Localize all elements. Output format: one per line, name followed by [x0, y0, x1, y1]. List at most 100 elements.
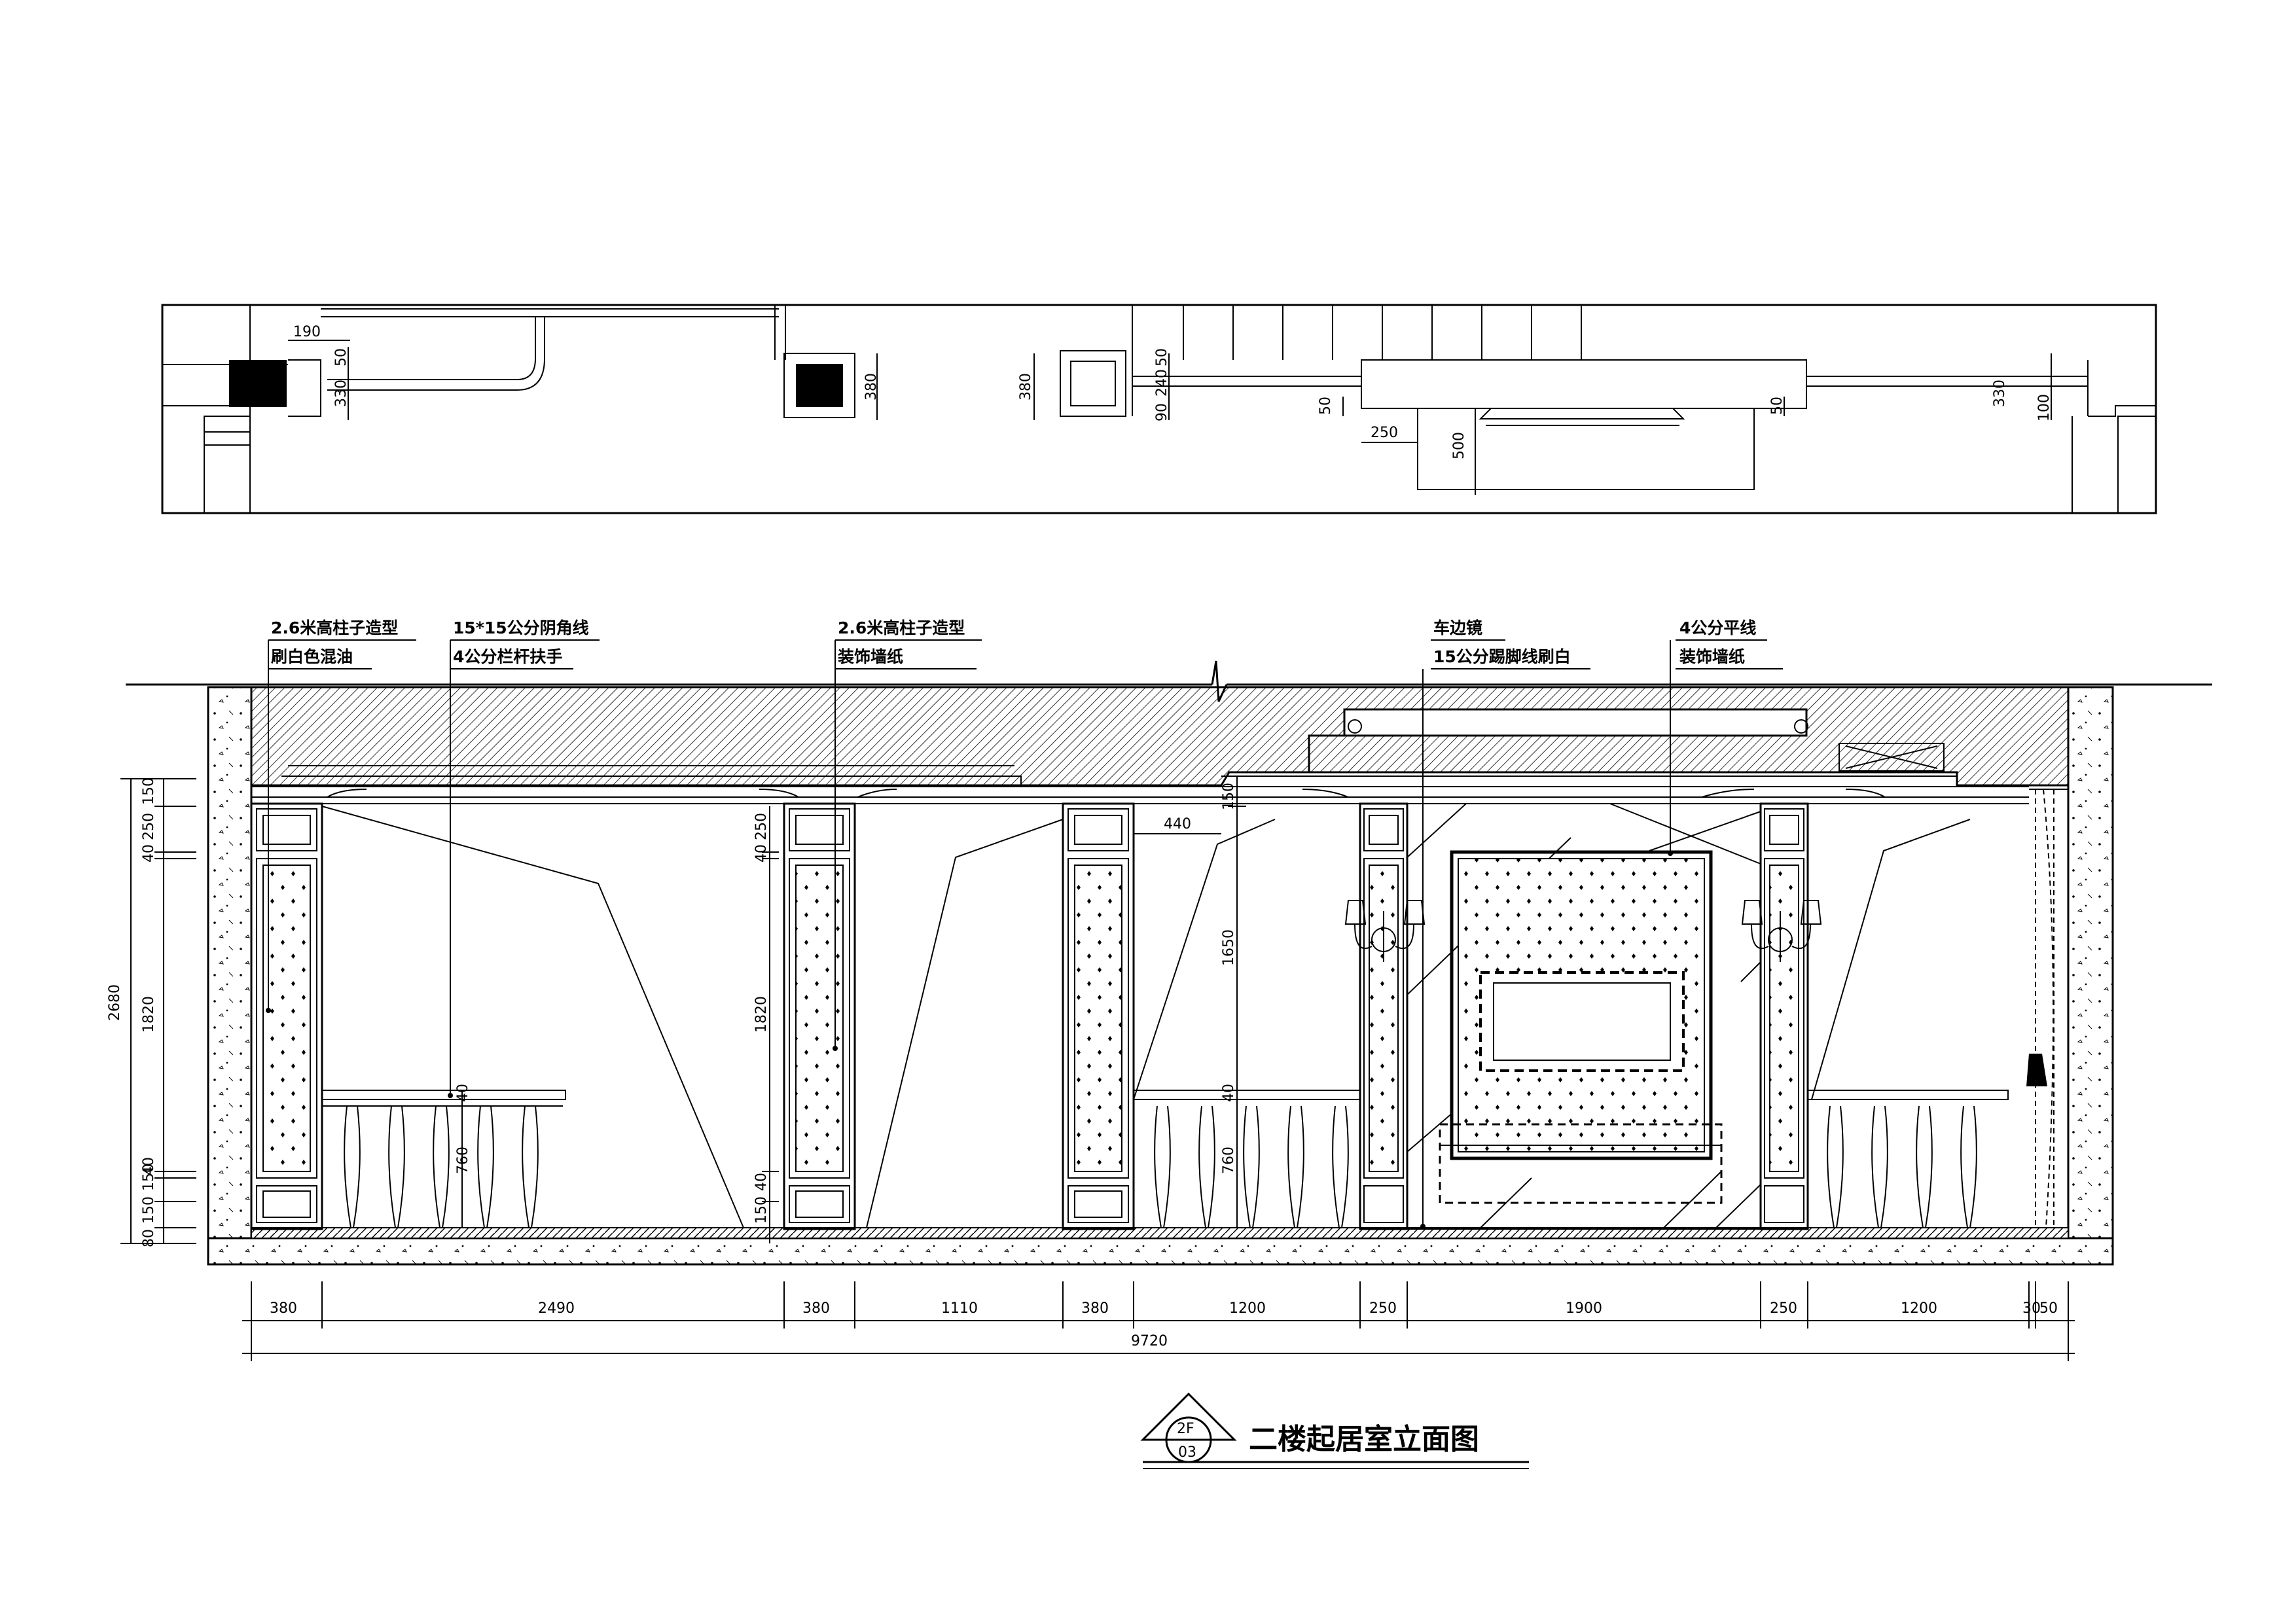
dim-text: 40: [753, 1173, 770, 1191]
dim-text: 440: [1164, 816, 1191, 832]
plan-dim-text: 500: [1451, 432, 1467, 459]
annotation-text: 车边镜: [1433, 618, 1482, 637]
sheet-number: 03: [1178, 1444, 1196, 1461]
dim-text: 1820: [141, 996, 157, 1033]
material-annotations: 2.6米高柱子造型 刷白色混油 15*15公分阴角线 4公分栏杆扶手 2.6米高…: [266, 618, 1783, 1229]
railing-1: [321, 1090, 566, 1228]
plan-dimension-380-a: 380: [863, 353, 880, 420]
dim-text: 30: [2022, 1300, 2041, 1317]
annotation-4: 车边镜 15公分踢脚线刷白: [1420, 618, 1590, 1229]
dim-text: 250: [1369, 1300, 1397, 1317]
plan-dim-text: 50: [1154, 348, 1170, 366]
plan-dimension-330: 50 330: [333, 347, 350, 420]
pilaster-1: [250, 802, 323, 1230]
floor-finish: [251, 1227, 2069, 1239]
elevation-view: [126, 660, 2212, 1266]
drawing-title-block: 2F 03 二楼起居室立面图: [1140, 1392, 1529, 1469]
annotation-text: 刷白色混油: [271, 647, 353, 666]
dim-text: 40: [753, 844, 770, 863]
dim-text: 150: [141, 1196, 157, 1224]
annotation-2: 15*15公分阴角线 4公分栏杆扶手: [448, 618, 600, 1098]
pilaster-3: [1062, 802, 1135, 1230]
railing-dimension-1: 40 760: [454, 1084, 471, 1228]
annotation-text: 2.6米高柱子造型: [838, 618, 965, 637]
dim-text: 760: [1221, 1147, 1237, 1174]
plan-dimension-500: 500: [1451, 408, 1476, 495]
plan-dim-text: 250: [1371, 425, 1398, 441]
plan-dim-text: 240: [1154, 369, 1170, 397]
annotation-text: 2.6米高柱子造型: [271, 618, 398, 637]
annotation-text: 装饰墙纸: [1679, 647, 1745, 666]
dim-text: 250: [1770, 1300, 1797, 1317]
plan-dim-text: 380: [1018, 373, 1034, 401]
floor-slab: [207, 1237, 2114, 1266]
annotation-1: 2.6米高柱子造型 刷白色混油: [266, 618, 416, 1013]
railing-2: [1133, 1090, 1361, 1228]
plan-dim-text: 190: [293, 324, 321, 340]
drawing-title: 二楼起居室立面图: [1249, 1423, 1479, 1456]
plan-dim-text: 50: [1769, 397, 1785, 415]
dim-text: 150: [1221, 783, 1237, 810]
plan-dim-text: 330: [333, 380, 350, 407]
plan-dimension-190: 190: [288, 324, 350, 341]
dim-total-height: 2680: [107, 984, 123, 1021]
dim-text: 2490: [538, 1300, 575, 1317]
left-wall-section: [207, 686, 253, 1264]
railing-3: [1807, 1090, 2009, 1228]
annotation-3: 2.6米高柱子造型 装饰墙纸: [833, 618, 982, 1051]
plan-dimension-380-b: 380: [1018, 353, 1035, 420]
dim-text: 1650: [1221, 929, 1237, 966]
pilaster-2: [783, 802, 856, 1230]
plan-dim-text: 330: [1992, 380, 2008, 407]
dim-text: 50: [2039, 1300, 2058, 1317]
ac-unit: [1839, 743, 1945, 772]
dim-text: 380: [1081, 1300, 1109, 1317]
dim-text: 380: [802, 1300, 830, 1317]
dim-text: 1820: [753, 996, 770, 1033]
wall-sconce-left: [1344, 900, 1426, 962]
index-number: 2F: [1177, 1421, 1194, 1437]
plan-dimension-50-right: 50: [1769, 397, 1785, 416]
dim-text: 250: [753, 813, 770, 840]
vertical-dimensions-left: 2680 150 40 250 1820 150 40 150 80: [107, 777, 196, 1247]
dim-overall-width: 9720: [1131, 1333, 1168, 1349]
plan-dim-text: 100: [2036, 394, 2053, 421]
column-section-1: [229, 360, 287, 407]
plan-dim-text: 50: [1318, 397, 1334, 415]
mid-dimensions: 440 150 1650 40 760: [1134, 776, 1246, 1228]
dim-text: 80: [141, 1229, 157, 1247]
annotation-text: 15*15公分阴角线: [453, 618, 589, 637]
dim-text: 40: [141, 844, 157, 863]
annotation-text: 4公分栏杆扶手: [453, 647, 562, 666]
tv-panel: [1439, 850, 1723, 1204]
dim-text: 760: [455, 1147, 471, 1174]
plan-dimension-330-right: 330 100: [1992, 353, 2053, 421]
plan-dimension-chain: 50 240 90: [1154, 348, 1170, 421]
annotation-text: 15公分踢脚线刷白: [1433, 647, 1571, 666]
dim-text: 1200: [1229, 1300, 1266, 1317]
curtain: [2026, 789, 2068, 1228]
dim-text: 40: [1221, 1084, 1237, 1102]
plan-dimension-50-left: 50: [1318, 397, 1344, 416]
annotation-text: 装饰墙纸: [838, 647, 903, 666]
dim-text: 1110: [941, 1300, 978, 1317]
right-wall-section: [2067, 686, 2114, 1264]
ceiling-slab: [250, 686, 2070, 787]
plan-dim-text: 380: [863, 373, 880, 401]
dim-text: 250: [141, 813, 157, 840]
bottom-dimensions: 380 2490 380 1110 380 1200 250 1900 250 …: [242, 1281, 2075, 1361]
plan-dim-text: 90: [1154, 403, 1170, 421]
plan-view: 190 50 330 380 380 50 240 90 50 250: [161, 304, 2157, 514]
plan-dim-text: 50: [333, 348, 350, 366]
plan-dimension-250: 250: [1361, 425, 1418, 443]
wall-sconce-right: [1741, 900, 1822, 962]
column-section-2: [796, 364, 843, 407]
dim-text: 150: [141, 1164, 157, 1191]
vertical-dimensions-column2: 40 250 1820 40 150: [753, 806, 779, 1243]
dim-text: 1900: [1566, 1300, 1602, 1317]
pilaster-4: [1359, 802, 1408, 1230]
annotation-5: 4公分平线 装饰墙纸: [1668, 618, 1783, 856]
dim-text: 1200: [1901, 1300, 1937, 1317]
dim-text: 150: [141, 777, 157, 805]
